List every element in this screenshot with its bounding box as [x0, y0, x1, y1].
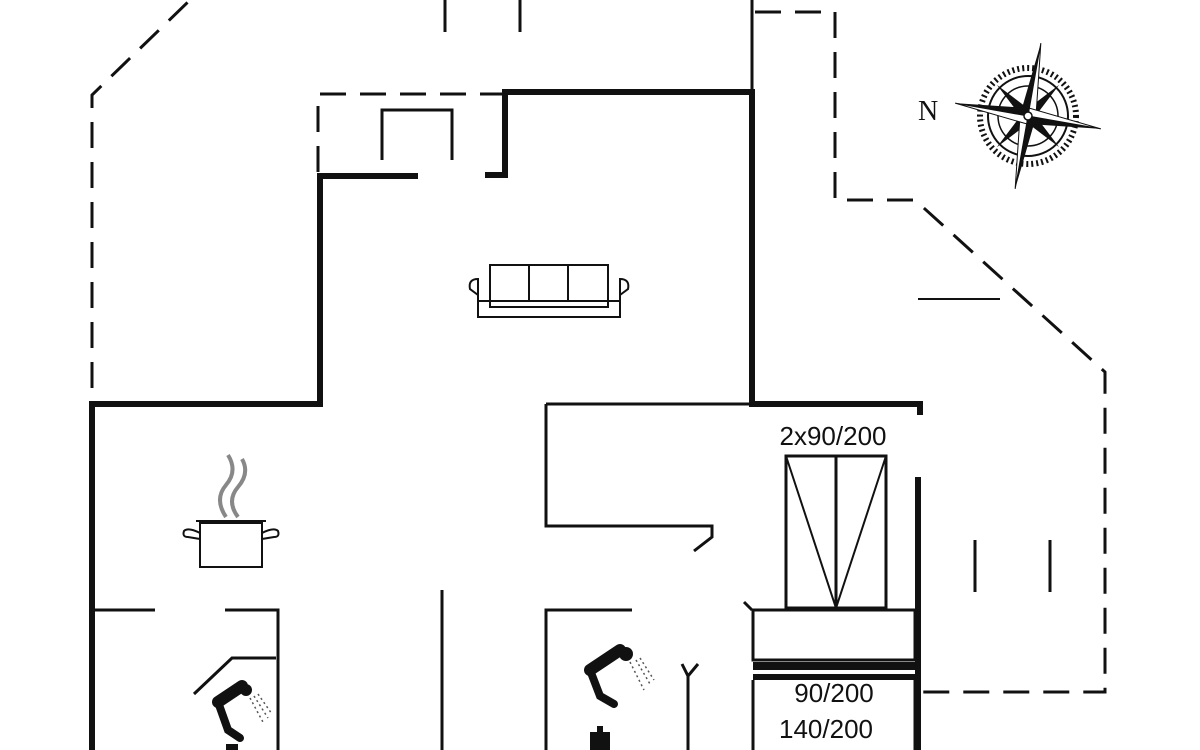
exterior-walls [89, 89, 923, 750]
entrance-closet [380, 108, 454, 160]
bed-90-200 [751, 608, 917, 662]
bed-label: 2x90/200 [780, 421, 887, 451]
north-label: N [918, 96, 938, 127]
interior-walls [92, 402, 754, 750]
terrace-posts [973, 540, 1052, 592]
bed-label: 90/200 [794, 678, 874, 708]
cooking-pot-icon [182, 453, 280, 568]
compass-rose-icon [954, 43, 1102, 189]
sofa-icon [468, 264, 630, 318]
shower-icon [584, 644, 655, 708]
terrace-outline-right [750, 0, 1107, 694]
shower-icon [212, 680, 273, 742]
sink-icon [590, 726, 610, 750]
bed-label: 140/200 [779, 714, 873, 744]
entrance-canopy-outline [316, 92, 505, 172]
bed-140-200 [751, 662, 917, 750]
terrace-outline-left [90, 0, 192, 388]
toilet-icon [226, 744, 238, 750]
terrace-outline-top-marks [443, 0, 522, 32]
bed-2x90-200 [784, 454, 888, 610]
